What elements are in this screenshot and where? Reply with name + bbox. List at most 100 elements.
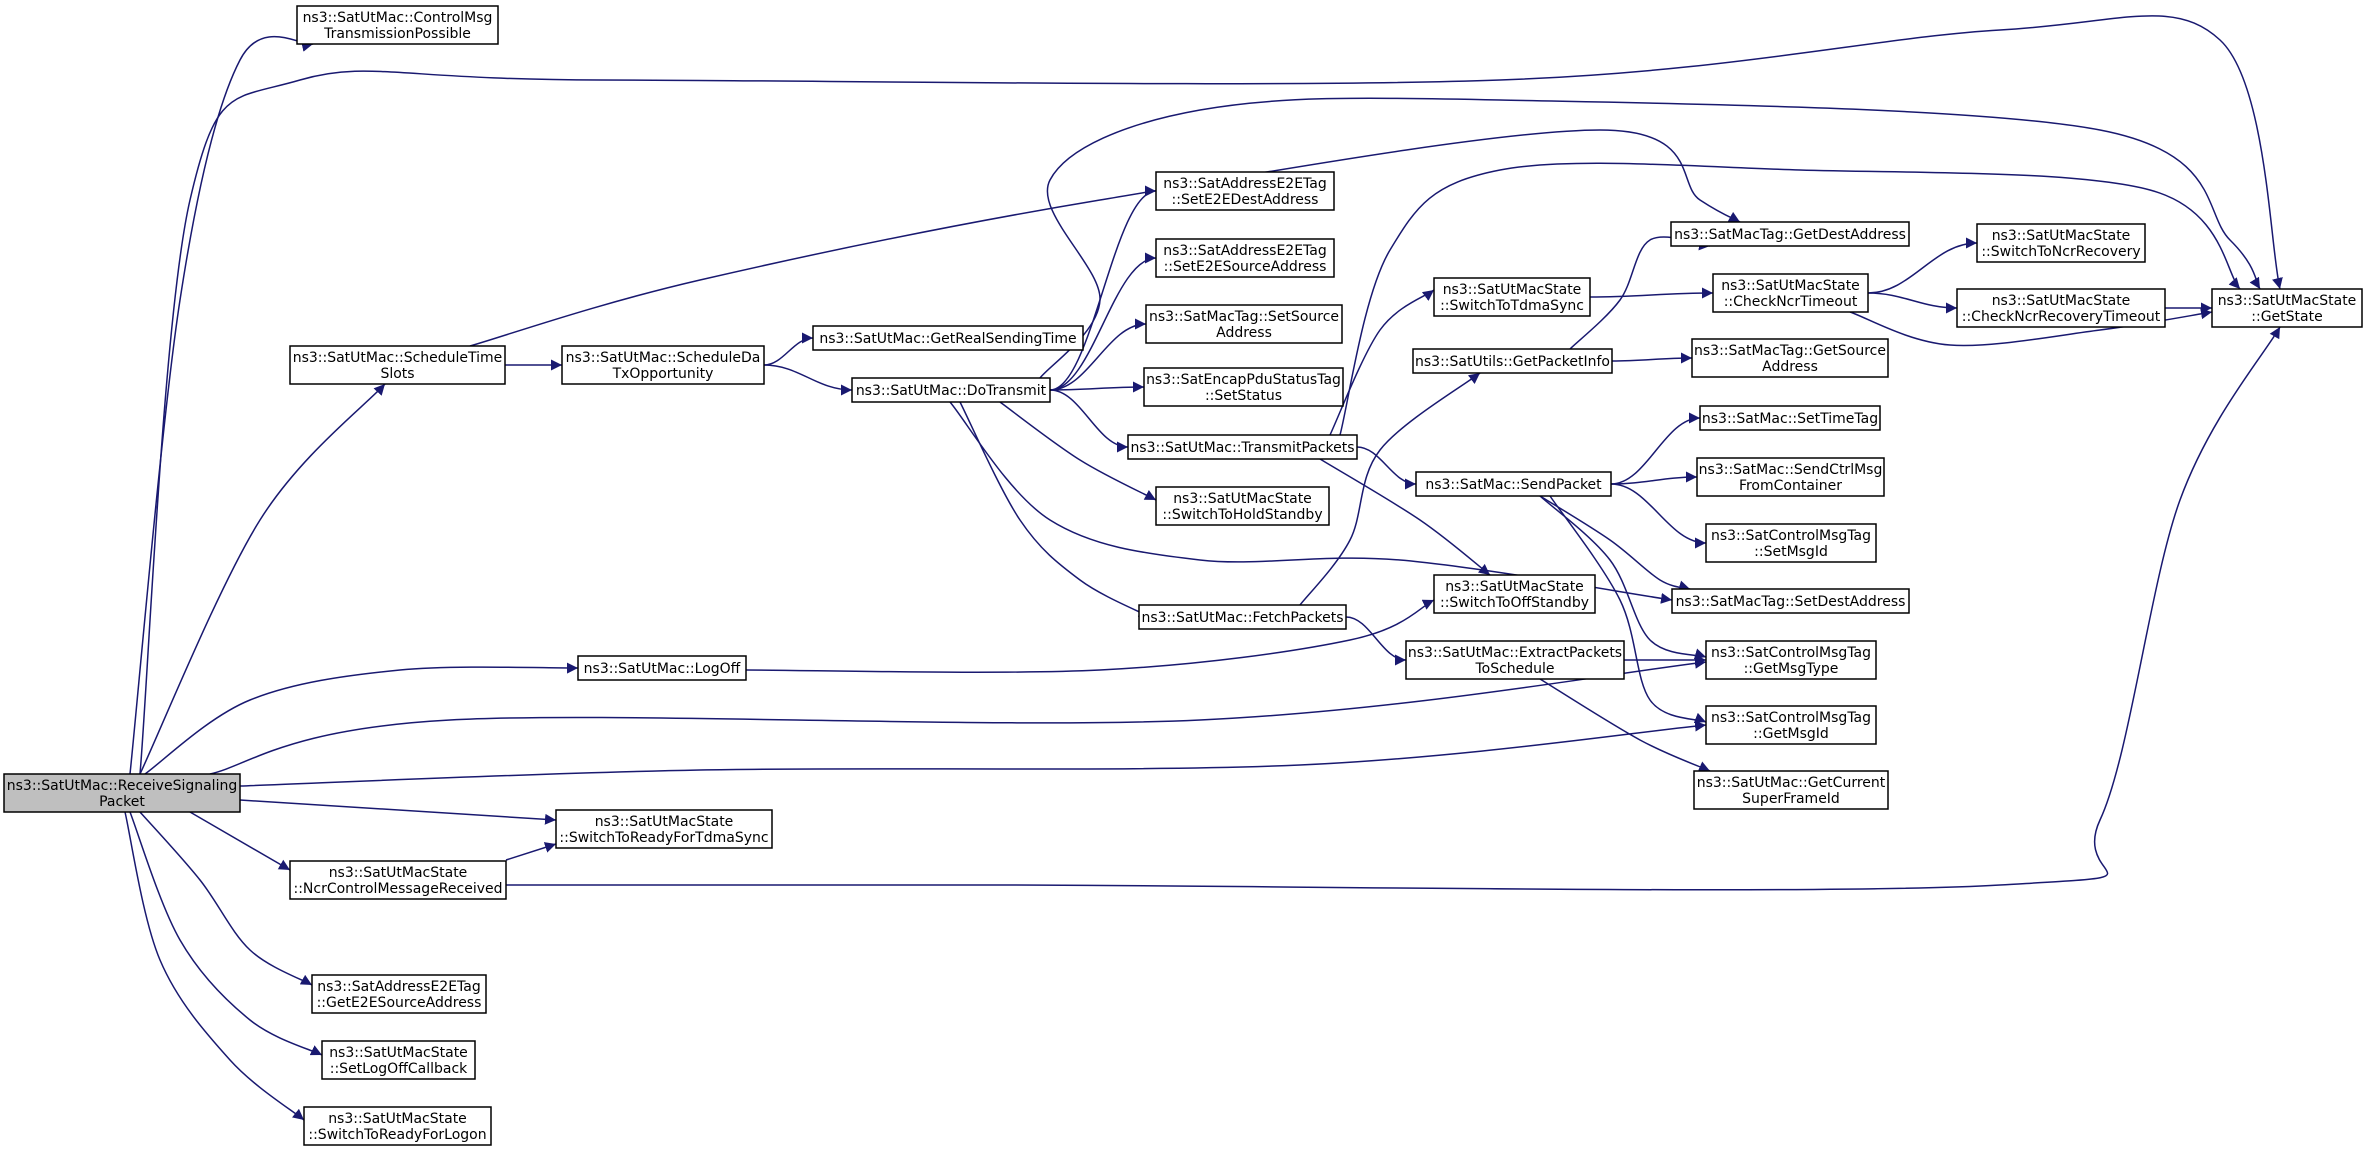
function-node-offStandby[interactable]: ns3::SatUtMacState::SwitchToOffStandby — [1433, 574, 1596, 614]
call-edge-root-to-getE2ESource — [139, 811, 313, 986]
node-label: Address — [1762, 359, 1818, 375]
node-box — [3, 773, 241, 813]
call-edge-root-to-scheduleTimeSlots — [139, 383, 386, 775]
function-node-setE2EDest[interactable]: ns3::SatAddressE2ETag::SetE2EDestAddress — [1155, 171, 1335, 211]
function-node-getDestAddress[interactable]: ns3::SatMacTag::GetDestAddress — [1670, 221, 1910, 247]
call-edge-root-to-ctrlMsgPossible — [129, 35, 314, 775]
function-node-encapSetStatus[interactable]: ns3::SatEncapPduStatusTag::SetStatus — [1143, 367, 1344, 407]
node-label: ns3::SatUtMacState — [595, 814, 734, 830]
call-edge-transmitPackets-to-sendPacket — [1356, 446, 1417, 490]
node-box — [1699, 405, 1881, 431]
call-edge-fetchPackets-to-getPacketInfo — [1299, 372, 1481, 606]
node-box — [555, 809, 773, 849]
edge-path — [1539, 678, 1711, 772]
node-box — [577, 655, 747, 681]
node-box — [1433, 574, 1596, 614]
function-node-sendPacket[interactable]: ns3::SatMac::SendPacket — [1415, 471, 1612, 497]
function-node-setTimeTag[interactable]: ns3::SatMac::SetTimeTag — [1699, 405, 1881, 431]
call-edge-sendPacket-to-getMsgType — [1539, 495, 1707, 660]
node-box — [1127, 434, 1358, 460]
edge-path — [1039, 97, 2261, 379]
edge-path — [999, 401, 1157, 501]
node-label: ns3::SatUtMac::FetchPackets — [1141, 610, 1343, 626]
node-label: ns3::SatUtMacState — [328, 1111, 467, 1127]
node-box — [1670, 221, 1910, 247]
function-node-switchToTdmaSync[interactable]: ns3::SatUtMacState::SwitchToTdmaSync — [1433, 277, 1591, 317]
node-box — [1415, 471, 1612, 497]
function-node-setDestAddress[interactable]: ns3::SatMacTag::SetDestAddress — [1671, 588, 1910, 614]
node-box — [289, 860, 507, 900]
edge-path — [1319, 458, 1491, 576]
node-label: ns3::SatUtMac::ControlMsg — [303, 10, 493, 26]
node-box — [289, 345, 506, 385]
node-box — [2211, 288, 2363, 328]
node-label: ns3::SatUtMacState — [1443, 282, 1582, 298]
node-box — [1155, 486, 1330, 526]
node-label: ns3::SatUtMacState — [329, 865, 468, 881]
node-box — [561, 345, 765, 385]
function-node-readyForLogon[interactable]: ns3::SatUtMacState::SwitchToReadyForLogo… — [303, 1106, 492, 1146]
call-edge-doTransmit-to-holdStandby — [999, 401, 1157, 501]
call-edge-transmitPackets-to-offStandby — [1319, 458, 1491, 576]
node-label: ns3::SatMac::SendCtrlMsg — [1699, 462, 1883, 478]
function-node-getE2ESource[interactable]: ns3::SatAddressE2ETag::GetE2ESourceAddre… — [311, 974, 487, 1014]
node-label: ToSchedule — [1474, 661, 1554, 677]
node-box — [1671, 588, 1910, 614]
function-node-doTransmit[interactable]: ns3::SatUtMac::DoTransmit — [851, 377, 1051, 403]
function-node-setLogOffCallback[interactable]: ns3::SatUtMacState::SetLogOffCallback — [321, 1040, 476, 1080]
edge-path — [1549, 495, 1707, 724]
function-node-holdStandby[interactable]: ns3::SatUtMacState::SwitchToHoldStandby — [1155, 486, 1330, 526]
node-label: ::SwitchToHoldStandby — [1162, 507, 1322, 523]
edge-path — [1539, 495, 1691, 592]
function-node-checkNcrRecoveryTimeout[interactable]: ns3::SatUtMacState::CheckNcrRecoveryTime… — [1956, 288, 2166, 328]
function-node-setE2ESource[interactable]: ns3::SatAddressE2ETag::SetE2ESourceAddre… — [1155, 238, 1335, 278]
function-node-setMsgId[interactable]: ns3::SatControlMsgTag::SetMsgId — [1705, 523, 1877, 563]
function-node-getMsgType[interactable]: ns3::SatControlMsgTag::GetMsgType — [1705, 640, 1877, 680]
call-edge-getPacketInfo-to-getSourceAddress — [1611, 352, 1693, 364]
node-label: ns3::SatAddressE2ETag — [317, 979, 481, 995]
call-edge-sendPacket-to-setDestAddress — [1539, 495, 1691, 592]
function-node-getPacketInfo[interactable]: ns3::SatUtils::GetPacketInfo — [1412, 348, 1613, 374]
function-node-transmitPackets[interactable]: ns3::SatUtMac::TransmitPackets — [1127, 434, 1358, 460]
call-edge-doTransmit-to-transmitPackets — [1049, 389, 1129, 453]
function-node-readyForTdmaSync[interactable]: ns3::SatUtMacState::SwitchToReadyForTdma… — [555, 809, 773, 849]
function-node-ctrlMsgPossible[interactable]: ns3::SatUtMac::ControlMsgTransmissionPos… — [296, 5, 499, 45]
edge-path — [763, 332, 814, 366]
node-label: ::GetMsgId — [1753, 726, 1829, 742]
node-label: ::GetMsgType — [1744, 661, 1839, 677]
node-label: ns3::SatUtMacState — [329, 1045, 468, 1061]
edge-path — [139, 811, 313, 986]
node-label: ::SetLogOffCallback — [330, 1061, 468, 1077]
node-box — [1705, 705, 1877, 745]
function-node-ncrCtrlMsgReceived[interactable]: ns3::SatUtMacState::NcrControlMessageRec… — [289, 860, 507, 900]
node-label: ::CheckNcrRecoveryTimeout — [1962, 309, 2161, 325]
node-label: ::NcrControlMessageReceived — [293, 881, 502, 897]
node-box — [1693, 770, 1889, 810]
function-node-checkNcrTimeout[interactable]: ns3::SatUtMacState::CheckNcrTimeout — [1712, 273, 1869, 313]
node-label: ns3::SatAddressE2ETag — [1163, 176, 1327, 192]
edge-path — [239, 720, 1707, 787]
function-node-getMsgId[interactable]: ns3::SatControlMsgTag::GetMsgId — [1705, 705, 1877, 745]
node-box — [296, 5, 499, 45]
function-node-getState[interactable]: ns3::SatUtMacState::GetState — [2211, 288, 2363, 328]
function-node-fetchPackets[interactable]: ns3::SatUtMac::FetchPackets — [1138, 604, 1347, 630]
function-node-switchToNcrRecovery[interactable]: ns3::SatUtMacState::SwitchToNcrRecovery — [1976, 223, 2146, 263]
edge-path — [505, 326, 2281, 891]
node-label: ns3::SatUtMacState — [2218, 293, 2357, 309]
function-node-getRealSendingTime[interactable]: ns3::SatUtMac::GetRealSendingTime — [812, 325, 1084, 351]
edge-path — [1049, 185, 1157, 391]
node-label: TxOpportunity — [612, 366, 714, 382]
call-edge-doTransmit-to-encapSetStatus — [1049, 381, 1145, 393]
call-edge-transmitPackets-to-getState — [1339, 162, 2241, 436]
function-node-logOff[interactable]: ns3::SatUtMac::LogOff — [577, 655, 747, 681]
edge-path — [1356, 446, 1417, 490]
